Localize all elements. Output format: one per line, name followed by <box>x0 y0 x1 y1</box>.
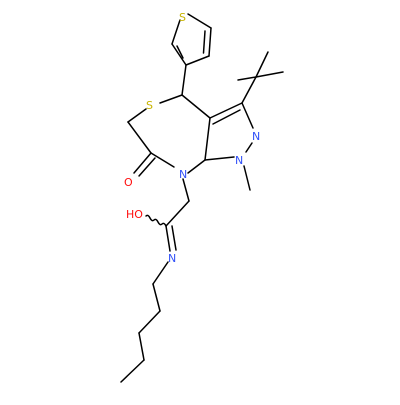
atom-label-s-ring: S <box>146 99 153 112</box>
bond <box>165 200 190 227</box>
bond <box>138 332 145 361</box>
bond <box>171 43 187 66</box>
bond <box>120 359 145 383</box>
bond <box>165 225 171 252</box>
bond <box>138 310 161 334</box>
atom-label-s-thiophene: S <box>179 11 186 24</box>
bond <box>127 108 147 123</box>
bond <box>185 55 210 66</box>
bond <box>152 283 161 312</box>
bond <box>241 102 254 129</box>
bond <box>171 19 181 45</box>
bond <box>150 152 175 168</box>
bond <box>127 121 152 154</box>
atom-labels: S S N N N O HO N <box>124 11 260 265</box>
bond <box>204 117 211 161</box>
bond <box>255 71 284 78</box>
bond <box>133 152 152 174</box>
bond <box>187 159 206 174</box>
bond <box>243 165 251 191</box>
bond <box>171 225 177 251</box>
atom-label-o-carbonyl: O <box>124 176 133 189</box>
bond <box>237 76 257 81</box>
bond <box>212 109 241 125</box>
bond <box>241 76 257 104</box>
bond <box>152 261 169 285</box>
bond <box>138 157 156 177</box>
bond <box>208 27 212 57</box>
atom-label-ho: HO <box>126 208 143 221</box>
bond <box>204 156 235 161</box>
bonds <box>120 13 284 383</box>
bond <box>176 45 184 59</box>
atom-label-n-amide: N <box>179 168 187 181</box>
bond <box>245 142 253 153</box>
bond <box>202 30 206 54</box>
bond <box>255 51 269 78</box>
atom-label-n-pyrazole-2: N <box>252 130 260 143</box>
atom-label-n-imine: N <box>168 252 176 265</box>
bond <box>187 13 212 29</box>
atom-label-n-pyrazole-1: N <box>235 154 243 167</box>
bond <box>181 94 211 119</box>
bond <box>209 102 243 119</box>
bond <box>181 64 187 96</box>
wavy-bond <box>145 214 167 227</box>
bond <box>159 94 183 104</box>
bond <box>182 178 190 202</box>
